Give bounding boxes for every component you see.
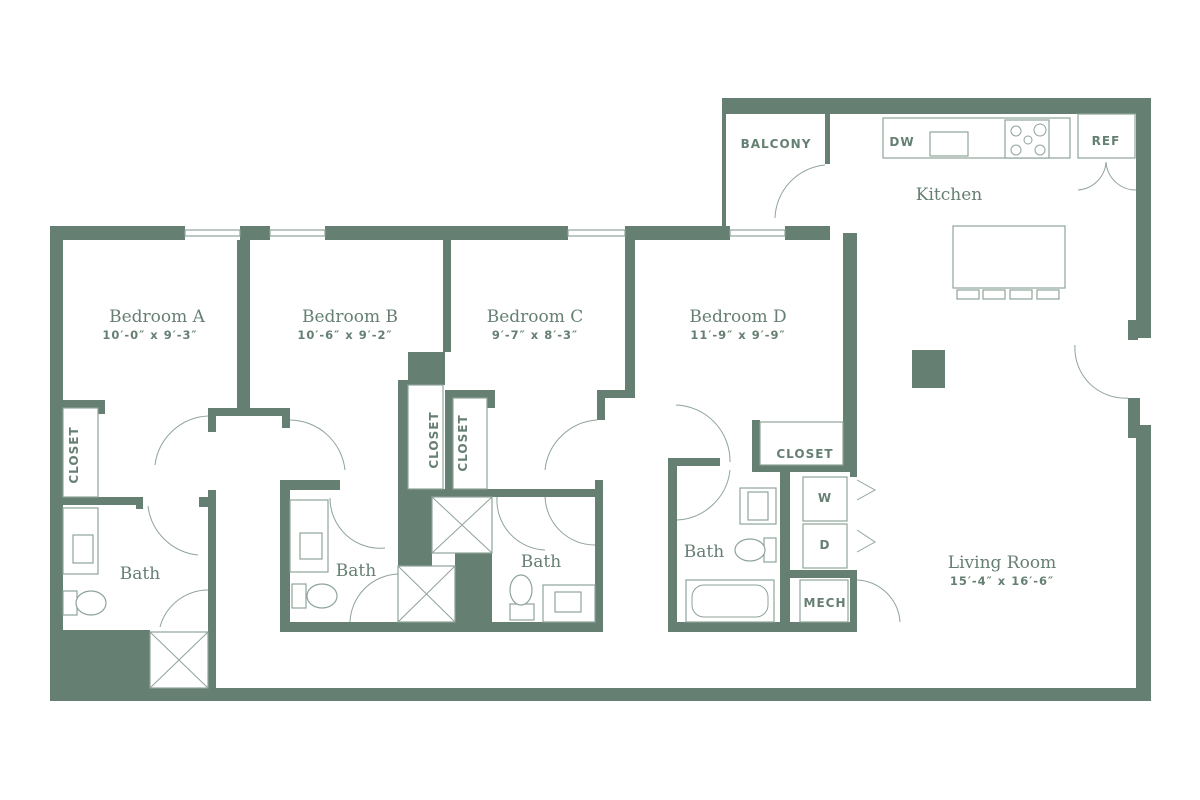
room-name-bath-a: Bath: [120, 564, 160, 584]
fixtures: [62, 113, 1136, 689]
kitchen-island: [952, 225, 1066, 289]
mech-label: MECH: [804, 596, 847, 610]
windows: [184, 229, 786, 237]
closet-label-b: CLOSET: [427, 411, 441, 468]
dishwasher-label: DW: [889, 135, 914, 149]
doors: [147, 161, 1137, 628]
room-name-bath-c: Bath: [521, 552, 561, 572]
room-name-bedroom-b: Bedroom B: [302, 307, 398, 327]
sink-icon: [929, 131, 969, 157]
room-dims-bedroom-c: 9′-7″ x 8′-3″: [492, 328, 578, 342]
room-dims-bedroom-a: 10′-0″ x 9′-3″: [102, 328, 197, 342]
room-name-living-room: Living Room: [948, 553, 1056, 573]
range-icon: [1004, 119, 1050, 159]
balcony-label: BALCONY: [741, 137, 812, 151]
closet-label-d: CLOSET: [776, 447, 833, 461]
room-dims-bedroom-b: 10′-6″ x 9′-2″: [297, 328, 392, 342]
room-name-bedroom-a: Bedroom A: [109, 307, 206, 327]
room-name-kitchen: Kitchen: [916, 185, 982, 205]
room-dims-bedroom-d: 11′-9″ x 9′-9″: [690, 328, 785, 342]
room-name-bedroom-d: Bedroom D: [689, 307, 786, 327]
room-name-bath-b: Bath: [336, 561, 376, 581]
refrigerator: [1077, 113, 1136, 159]
closet-label-a: CLOSET: [67, 426, 81, 483]
walls: [50, 98, 1151, 701]
room-name-bedroom-c: Bedroom C: [487, 307, 584, 327]
refrigerator-label: REF: [1092, 134, 1121, 148]
dryer-label: D: [820, 538, 831, 552]
labels: Bedroom A 10′-0″ x 9′-3″ Bedroom B 10′-6…: [67, 134, 1121, 610]
washer-label: W: [818, 491, 832, 505]
room-name-bath-d: Bath: [684, 542, 724, 562]
room-dims-living-room: 15′-4″ x 16′-6″: [950, 574, 1054, 588]
closet-label-c: CLOSET: [456, 414, 470, 471]
